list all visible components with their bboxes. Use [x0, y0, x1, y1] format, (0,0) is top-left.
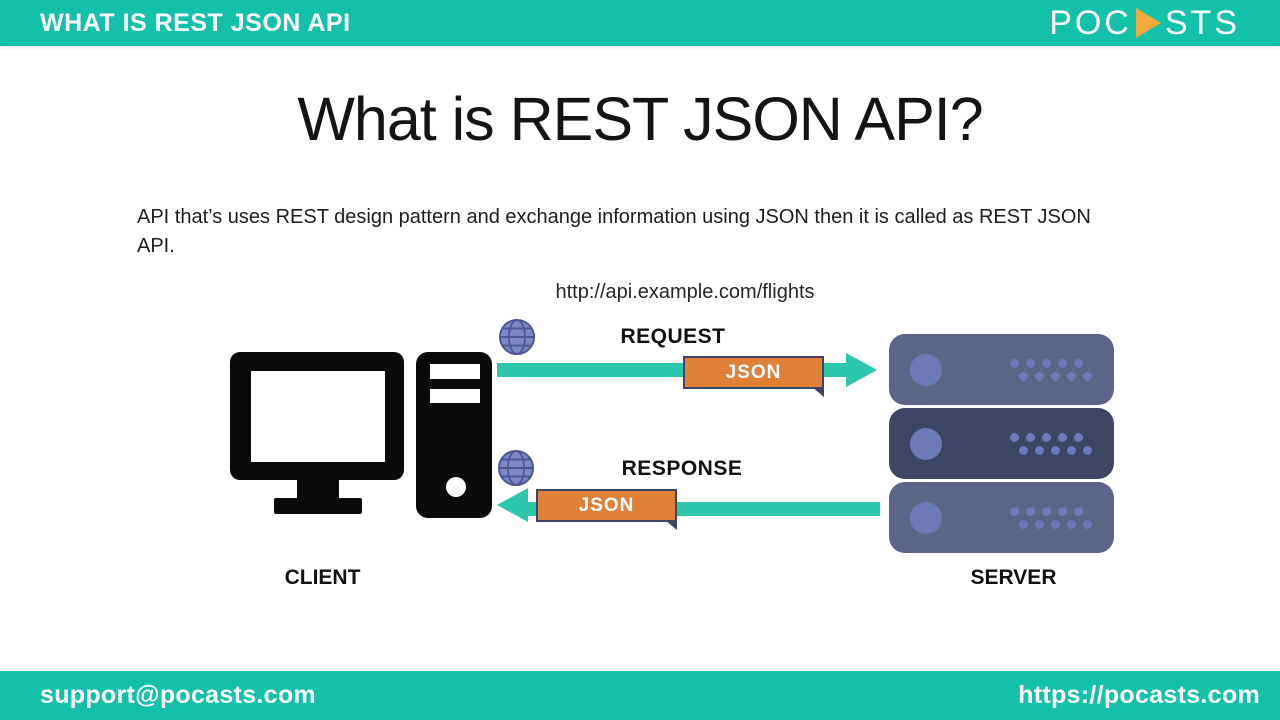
logo-text-pre: POC [1049, 3, 1132, 42]
request-arrowhead-icon [846, 353, 877, 387]
server-stack-icon [889, 334, 1114, 556]
header-bar: WHAT IS REST JSON API POC STS [0, 0, 1280, 46]
page-title: What is REST JSON API? [297, 85, 983, 153]
request-json-badge: JSON [683, 356, 824, 397]
response-label: RESPONSE [621, 457, 743, 480]
response-json-badge: JSON [536, 489, 677, 530]
server-led [910, 501, 942, 534]
description-text: API that’s uses REST design pattern and … [137, 206, 1091, 257]
brand-logo: POC STS [1049, 4, 1240, 43]
server-vents [1010, 432, 1092, 455]
globe-icon [497, 449, 535, 487]
server-label: SERVER [970, 566, 1057, 589]
footer-bar: support@pocasts.com https://pocasts.com [0, 671, 1280, 720]
server-led [910, 353, 942, 386]
globe-icon [498, 318, 536, 356]
support-email: support@pocasts.com [40, 681, 316, 709]
response-arrowhead-icon [497, 488, 528, 522]
tower-drive-slot [430, 364, 480, 379]
endpoint-url: http://api.example.com/flights [555, 281, 815, 303]
request-label: REQUEST [620, 325, 726, 348]
monitor-screen-shape [251, 371, 385, 462]
request-json-badge-label: JSON [725, 361, 782, 383]
header-title: WHAT IS REST JSON API [40, 8, 351, 37]
monitor-stand-shape [297, 480, 339, 500]
tower-power-button-shape [446, 477, 466, 497]
monitor-base-shape [274, 498, 362, 514]
logo-text-post: STS [1164, 3, 1240, 42]
server-unit [889, 482, 1114, 553]
server-vents [1010, 358, 1092, 381]
server-unit [889, 408, 1114, 479]
client-label: CLIENT [284, 566, 361, 589]
response-json-badge-label: JSON [578, 494, 635, 516]
tower-drive-slot [430, 389, 480, 403]
server-vents [1010, 506, 1092, 529]
website-url: https://pocasts.com [1018, 681, 1260, 709]
tower-shape [416, 352, 492, 518]
server-led [910, 427, 942, 460]
play-triangle-icon [1135, 8, 1161, 38]
server-unit [889, 334, 1114, 405]
